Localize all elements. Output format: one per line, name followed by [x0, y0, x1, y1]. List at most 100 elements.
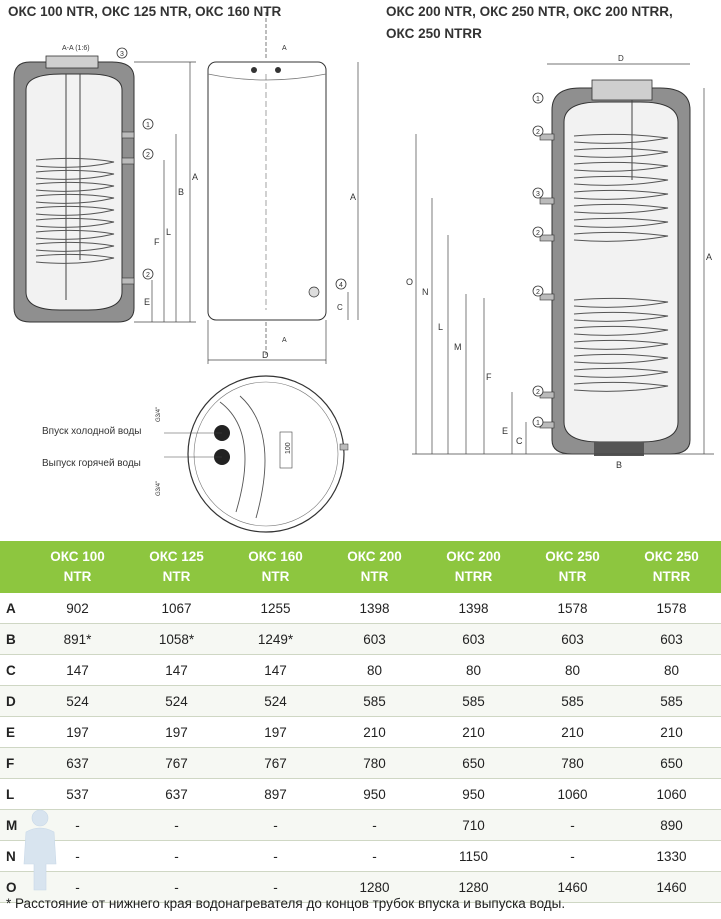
table-cell: 80	[424, 654, 523, 686]
table-cell: 585	[325, 685, 424, 717]
row-label: D	[0, 685, 28, 717]
table-cell: -	[325, 840, 424, 872]
table-cell: 1460	[622, 871, 721, 903]
table-cell: 1578	[523, 593, 622, 624]
top-view-drawing: 100 G3/4" G3/4"	[156, 375, 349, 533]
table-cell: -	[127, 809, 226, 841]
table-cell: 637	[127, 778, 226, 810]
row-label: F	[0, 747, 28, 779]
table-cell: 1280	[325, 871, 424, 903]
table-cell: 147	[226, 654, 325, 686]
table-cell: 1330	[622, 840, 721, 872]
cold-inlet-label: Впуск холодной воды	[42, 426, 142, 437]
table-cell: 80	[325, 654, 424, 686]
table-cell: 1067	[127, 593, 226, 624]
dim-a-right: A	[706, 252, 712, 262]
thread-label-1: G3/4"	[156, 407, 162, 422]
table-cell: 891*	[28, 623, 127, 655]
small-tank-section-drawing: A-A (1:6) 3 1 2 2 A B	[13, 45, 198, 323]
dim-e-right: E	[502, 426, 508, 436]
table-cell: 767	[127, 747, 226, 779]
marker-1: 1	[146, 122, 150, 129]
table-cell: 210	[622, 716, 721, 748]
right-diagram-title: ОКС 200 NTR, ОКС 250 NTR, ОКС 200 NTRR,	[386, 4, 673, 19]
marker-2-lower: 2	[146, 272, 150, 279]
table-cell: 210	[523, 716, 622, 748]
table-cell: 524	[28, 685, 127, 717]
distance-100: 100	[285, 442, 292, 454]
row-label: C	[0, 654, 28, 686]
right-marker-2-b: 2	[536, 230, 540, 237]
table-cell: -	[523, 840, 622, 872]
hot-outlet-label: Выпуск горячей воды	[42, 458, 141, 469]
table-cell: 1058*	[127, 623, 226, 655]
table-cell: 767	[226, 747, 325, 779]
dim-d-front: D	[262, 350, 269, 360]
dim-b-right: B	[616, 460, 622, 470]
section-marker-bottom: A	[282, 337, 287, 344]
table-cell: 890	[622, 809, 721, 841]
table-cell: 1255	[226, 593, 325, 624]
marker-4: 4	[339, 282, 343, 289]
section-marker-top: A	[282, 45, 287, 52]
right-diagram-title-continued: ОКС 250 NTRR	[386, 26, 482, 41]
row-label: L	[0, 778, 28, 810]
table-cell: -	[127, 871, 226, 903]
table-cell: 603	[523, 623, 622, 655]
table-cell: -	[226, 809, 325, 841]
dim-e-left: E	[144, 297, 150, 307]
table-cell: 897	[226, 778, 325, 810]
table-cell: 1280	[424, 871, 523, 903]
table-cell: 603	[622, 623, 721, 655]
table-cell: -	[226, 840, 325, 872]
dim-c-front: C	[337, 303, 343, 312]
table-cell: 902	[28, 593, 127, 624]
table-cell: 585	[424, 685, 523, 717]
table-row: M----710-890	[0, 809, 721, 841]
small-tank-front-view: A 4 A A C D	[207, 12, 359, 364]
table-cell: 950	[325, 778, 424, 810]
row-label: N	[0, 840, 28, 872]
table-cell: -	[325, 809, 424, 841]
right-marker-2-d: 2	[536, 389, 540, 396]
table-cell: -	[226, 871, 325, 903]
dim-l-left: L	[166, 227, 171, 237]
table-row: N----1150-1330	[0, 840, 721, 872]
footnote: * Расстояние от нижнего края водонагрева…	[6, 896, 566, 911]
right-marker-2-a: 2	[536, 129, 540, 136]
row-label: O	[0, 871, 28, 903]
table-cell: -	[127, 840, 226, 872]
row-label: E	[0, 716, 28, 748]
dim-n-right: N	[422, 287, 429, 297]
table-cell: 637	[28, 747, 127, 779]
dim-m-right: M	[454, 342, 462, 352]
table-cell: 1249*	[226, 623, 325, 655]
table-cell: 1460	[523, 871, 622, 903]
table-cell: 780	[523, 747, 622, 779]
table-cell: 603	[325, 623, 424, 655]
table-cell: -	[523, 809, 622, 841]
watermark-figure-icon	[23, 809, 57, 891]
table-cell: 147	[28, 654, 127, 686]
dim-l-right: L	[438, 322, 443, 332]
marker-2-upper: 2	[146, 152, 150, 159]
right-marker-1-bottom: 1	[536, 420, 540, 427]
table-cell: 197	[28, 716, 127, 748]
table-cell: 524	[226, 685, 325, 717]
table-cell: 650	[424, 747, 523, 779]
table-cell: 537	[28, 778, 127, 810]
thread-label-2: G3/4"	[156, 481, 162, 496]
section-label: A-A (1:6)	[62, 45, 90, 52]
right-marker-2-c: 2	[536, 289, 540, 296]
table-cell: 1398	[424, 593, 523, 624]
